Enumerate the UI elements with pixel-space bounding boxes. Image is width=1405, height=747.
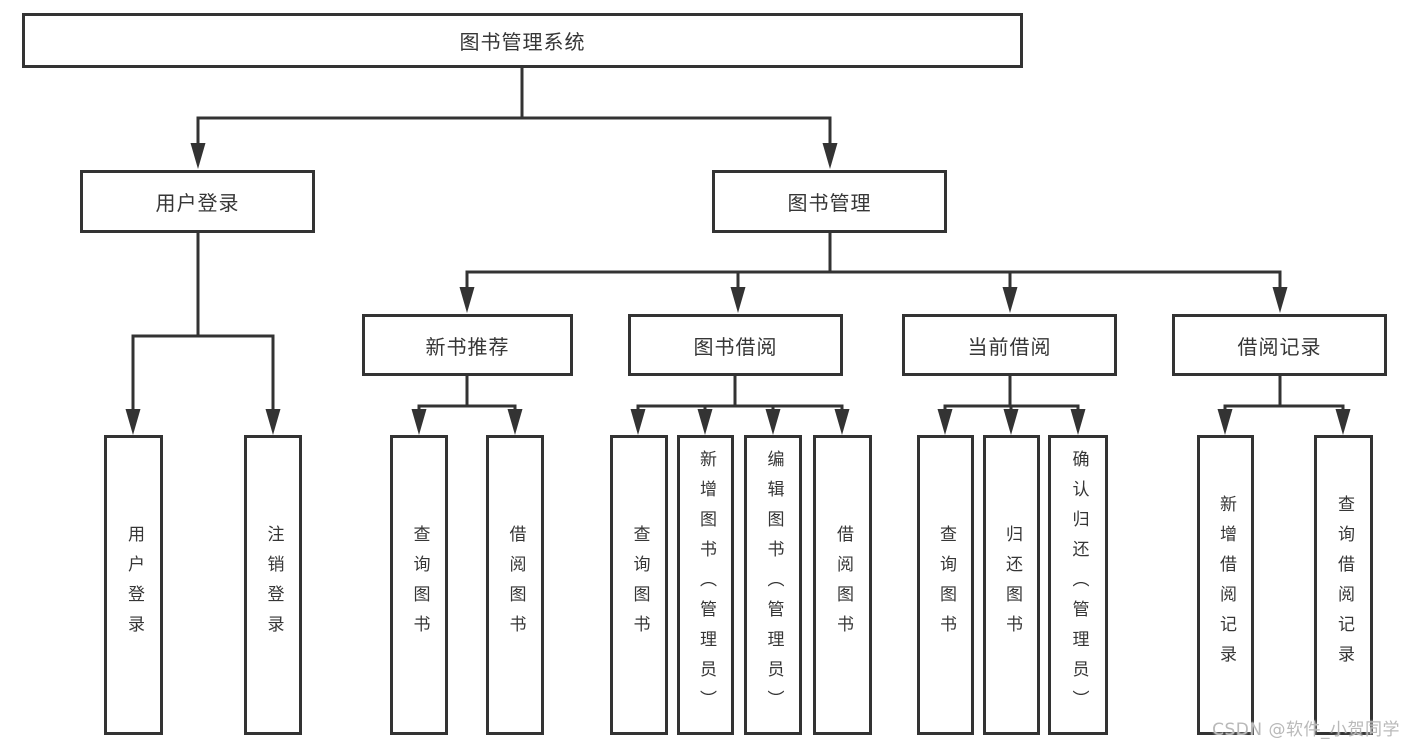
node-new-book-recommend: 新书推荐: [362, 314, 573, 376]
node-user-login-branch: 用户登录: [80, 170, 315, 233]
node-label: 用户登录: [124, 525, 144, 645]
leaf-query-borrow-record: 查询借阅记录: [1314, 435, 1373, 735]
node-root-system: 图书管理系统: [22, 13, 1023, 68]
arrowhead-icons: [125, 143, 1351, 435]
node-current-borrowing: 当前借阅: [902, 314, 1117, 376]
node-label: 借阅图书: [833, 525, 853, 645]
node-label: 归还图书: [1002, 525, 1022, 645]
node-label: 图书管理系统: [459, 30, 586, 54]
node-label: 编辑图书（管理员）: [763, 450, 784, 720]
node-label: 查询图书: [629, 525, 650, 645]
leaf-add-books-admin: 新增图书（管理员）: [677, 435, 734, 735]
leaf-user-login: 用户登录: [104, 435, 163, 735]
node-book-management-branch: 图书管理: [712, 170, 947, 233]
node-borrowing-records: 借阅记录: [1172, 314, 1387, 376]
leaf-borrow-books-recommend: 借阅图书: [486, 435, 544, 735]
node-label: 当前借阅: [967, 334, 1052, 359]
node-label: 图书管理: [787, 191, 872, 215]
leaf-query-books-borrowing: 查询图书: [610, 435, 668, 735]
leaf-edit-books-admin: 编辑图书（管理员）: [744, 435, 802, 735]
node-label: 注销登录: [263, 525, 284, 645]
leaf-borrow-books-borrowing: 借阅图书: [813, 435, 872, 735]
node-label: 图书借阅: [693, 334, 778, 359]
node-book-borrowing: 图书借阅: [628, 314, 843, 376]
leaf-add-borrow-record: 新增借阅记录: [1197, 435, 1254, 735]
node-label: 借阅记录: [1237, 334, 1322, 359]
leaf-query-books-current: 查询图书: [917, 435, 974, 735]
leaf-confirm-return-admin: 确认归还（管理员）: [1048, 435, 1108, 735]
node-label: 用户登录: [155, 191, 240, 215]
node-label: 新增图书（管理员）: [696, 450, 716, 720]
node-label: 查询图书: [409, 525, 430, 645]
leaf-logout: 注销登录: [244, 435, 302, 735]
node-label: 查询图书: [936, 525, 956, 645]
node-label: 查询借阅记录: [1334, 495, 1354, 675]
node-label: 新增借阅记录: [1216, 495, 1236, 675]
leaf-query-books-recommend: 查询图书: [390, 435, 448, 735]
node-label: 借阅图书: [505, 525, 526, 645]
leaf-return-books: 归还图书: [983, 435, 1040, 735]
node-label: 确认归还（管理员）: [1068, 450, 1089, 720]
node-label: 新书推荐: [425, 334, 510, 359]
csdn-watermark: CSDN @软件_小贺同学: [1212, 720, 1400, 740]
